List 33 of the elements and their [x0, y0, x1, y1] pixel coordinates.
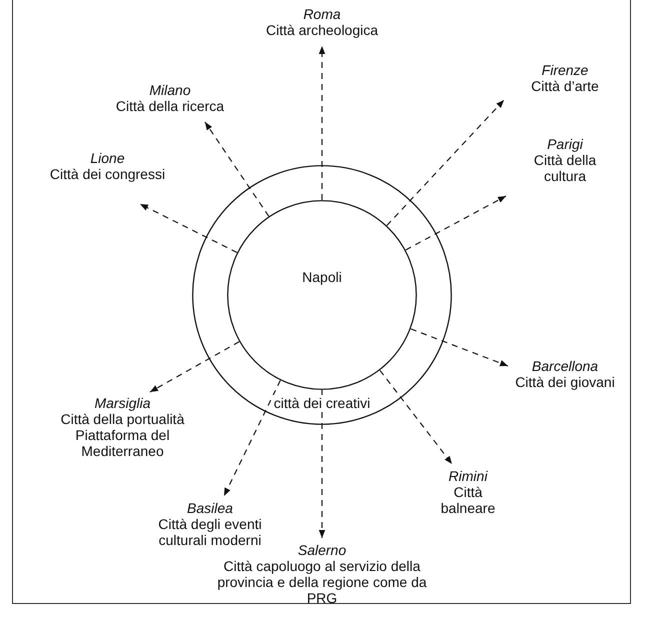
- city-description: Città d’arte: [530, 78, 600, 94]
- dashed-arrow: [410, 328, 508, 367]
- dashed-arrow: [150, 341, 240, 392]
- city-name: Basilea: [186, 500, 234, 516]
- city-description: Città capoluogo al servizio della provincia e della regione come da PRG: [216, 558, 428, 606]
- city-description: Città degli eventi culturali moderni: [157, 516, 263, 548]
- city-name: Barcellona: [530, 358, 600, 374]
- dashed-arrow: [204, 122, 270, 217]
- city-name: Firenze: [540, 62, 590, 78]
- city-description: Città balneare: [440, 484, 496, 516]
- dashed-arrow: [318, 46, 326, 200]
- city-description: Piattaforma del Mediterraneo: [74, 427, 171, 459]
- center-label: Napoli: [301, 269, 343, 285]
- city-description: Città della ricerca: [114, 98, 226, 114]
- dashed-arrow: [224, 380, 281, 496]
- dashed-arrow: [140, 204, 238, 253]
- dashed-arrow: [405, 196, 506, 250]
- city-name: Milano: [148, 82, 192, 98]
- city-description: Città dei congressi: [48, 166, 166, 182]
- city-name: Roma: [302, 6, 342, 22]
- ring-label: città dei creativi: [272, 395, 372, 411]
- city-description: Città archeologica: [264, 22, 380, 38]
- dashed-arrow: [318, 390, 326, 538]
- city-name: Parigi: [546, 136, 584, 152]
- city-description: Città della cultura: [532, 152, 598, 184]
- city-description: Città della portualità: [60, 411, 186, 427]
- city-name: Lione: [89, 150, 126, 166]
- dashed-arrow: [386, 100, 504, 226]
- city-name: Salerno: [296, 542, 348, 558]
- city-name: Rimini: [448, 468, 489, 484]
- dashed-arrow: [379, 370, 452, 464]
- city-name: Marsiglia: [93, 395, 152, 411]
- city-description: Città dei giovani: [515, 374, 615, 390]
